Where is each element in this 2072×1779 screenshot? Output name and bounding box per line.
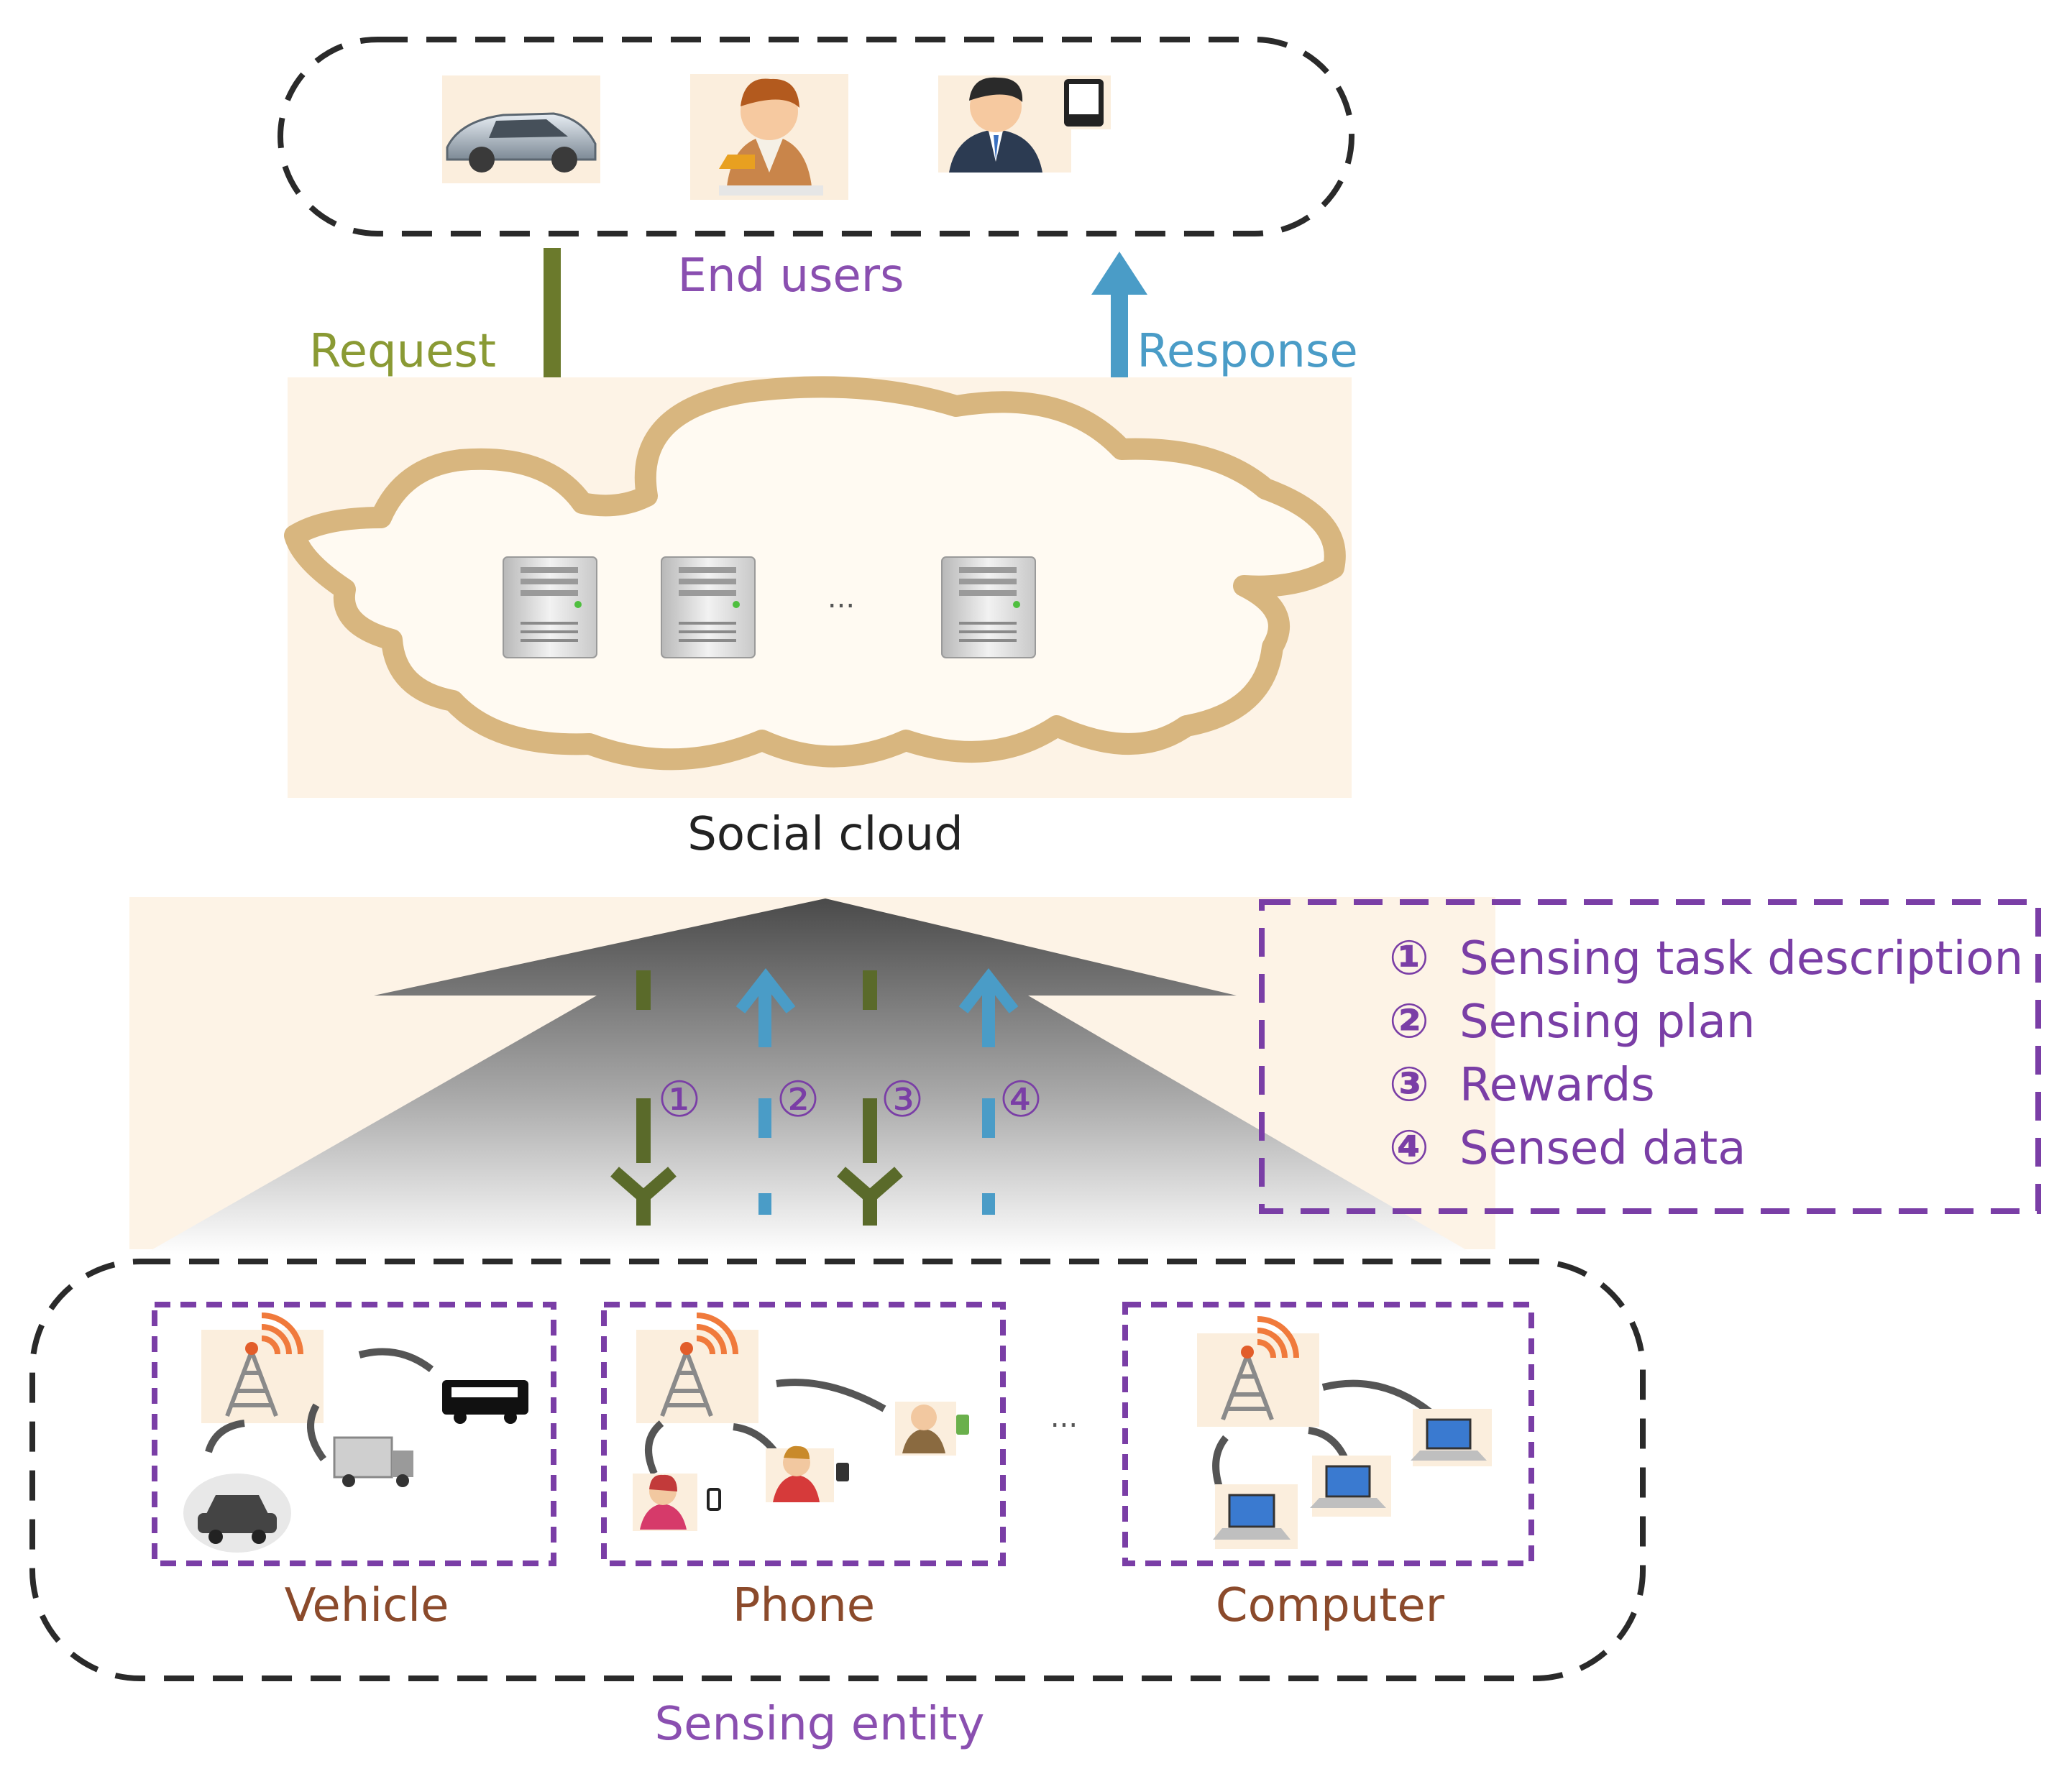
task-description-arrow	[610, 970, 677, 1226]
legend-text: Sensed data	[1459, 1122, 1746, 1175]
uplink-pyramid	[144, 898, 1474, 1254]
legend-text: Sensing plan	[1459, 996, 1755, 1049]
step-marker-1: ①	[658, 1072, 702, 1128]
phone-label: Phone	[733, 1579, 875, 1632]
server-icon	[941, 556, 1036, 658]
computer-label: Computer	[1216, 1579, 1445, 1632]
computer-group	[1122, 1302, 1534, 1566]
user-with-phone-icon	[633, 1474, 721, 1531]
antenna-tower-icon	[201, 1315, 324, 1423]
link-arrow	[1321, 1379, 1434, 1415]
car-icon	[442, 75, 600, 183]
rewards-arrow	[837, 970, 903, 1226]
sensing-entity-group	[29, 1259, 1646, 1681]
sensing-ellipsis: ...	[1050, 1401, 1078, 1434]
sensing-plan-arrow	[735, 967, 796, 1215]
cloud-ellipsis: ...	[828, 581, 855, 615]
laptop-icon	[1310, 1456, 1391, 1517]
tablet-icon	[1057, 75, 1111, 129]
laptop-icon	[1213, 1484, 1298, 1549]
link-arrow	[358, 1348, 434, 1372]
truck-icon	[333, 1436, 413, 1487]
link-arrow	[307, 1403, 327, 1461]
vehicle-group	[152, 1302, 556, 1566]
legend-text: Rewards	[1459, 1059, 1655, 1112]
response-label: Response	[1137, 325, 1357, 378]
link-arrow	[205, 1420, 245, 1453]
link-arrow	[776, 1379, 886, 1412]
legend-text: Sensing task description	[1459, 932, 2023, 985]
antenna-tower-icon	[1197, 1319, 1319, 1427]
legend-number: ②	[1389, 993, 1429, 1049]
legend-number: ③	[1389, 1057, 1429, 1112]
user-with-phone-icon	[895, 1402, 969, 1456]
cloud-shape	[284, 376, 1346, 771]
sensing-entity-label: Sensing entity	[655, 1698, 985, 1751]
request-label: Request	[309, 325, 496, 378]
legend-box	[1259, 899, 2041, 1214]
end-users-group	[278, 37, 1354, 236]
laptop-icon	[1411, 1409, 1492, 1466]
businessman-icon	[938, 75, 1071, 173]
bus-icon	[442, 1380, 528, 1424]
legend-item: ① Sensing task description	[1389, 930, 2023, 985]
step-marker-3: ③	[881, 1072, 925, 1128]
vehicle-label: Vehicle	[285, 1579, 449, 1632]
antenna-tower-icon	[636, 1315, 758, 1423]
link-arrow	[645, 1420, 664, 1476]
sensed-data-arrow	[958, 967, 1019, 1215]
legend-number: ④	[1389, 1120, 1429, 1175]
user-with-phone-icon	[766, 1445, 849, 1502]
car-icon	[183, 1474, 291, 1553]
server-icon	[503, 556, 597, 658]
step-marker-2: ②	[776, 1072, 820, 1128]
legend-item: ③ Rewards	[1389, 1057, 1655, 1112]
step-marker-4: ④	[999, 1072, 1043, 1128]
legend-number: ①	[1389, 930, 1429, 985]
phone-group	[601, 1302, 1006, 1566]
server-icon	[661, 556, 756, 658]
legend-item: ② Sensing plan	[1389, 993, 1755, 1049]
social-cloud-label: Social cloud	[687, 808, 963, 861]
person-at-desk-icon	[690, 74, 848, 200]
end-users-label: End users	[678, 249, 904, 303]
legend-item: ④ Sensed data	[1389, 1120, 1746, 1175]
